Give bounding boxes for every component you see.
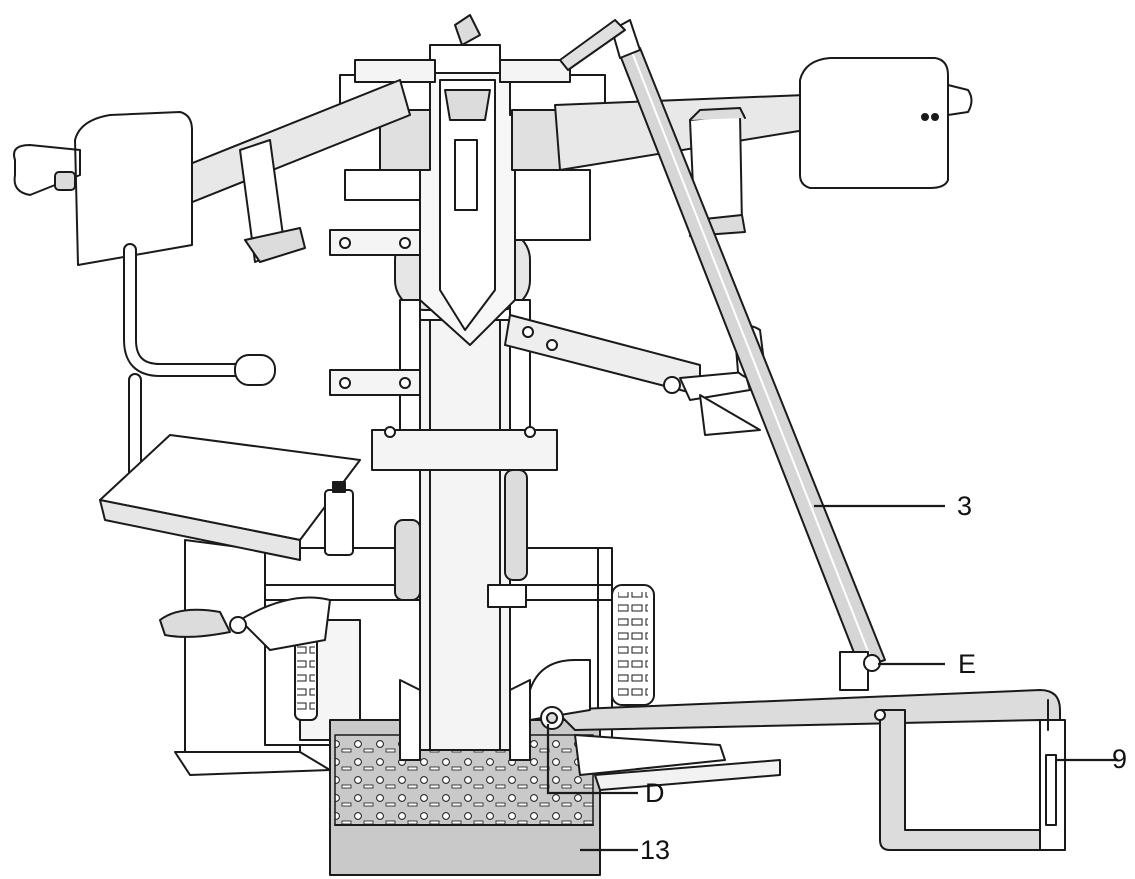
leader-lines xyxy=(546,504,1118,852)
feed-lever-arm xyxy=(504,314,766,436)
callout-3: 3 xyxy=(957,491,973,521)
callout-9: 9 xyxy=(1112,744,1128,774)
callout-d: D xyxy=(645,778,665,808)
right-arm xyxy=(554,57,973,237)
pedal-pivot-d xyxy=(529,659,886,730)
callout-e: E xyxy=(958,649,977,679)
callout-13: 13 xyxy=(640,835,671,865)
leader-d xyxy=(546,724,638,795)
splitting-wedge xyxy=(419,44,516,346)
left-arm xyxy=(13,79,411,266)
oil-reservoir xyxy=(324,489,354,556)
right-foot xyxy=(574,734,726,776)
foot-pedal-9 xyxy=(554,689,1066,851)
control-lever xyxy=(159,596,331,741)
diagonal-rod-3 xyxy=(611,19,886,691)
wheel xyxy=(611,584,655,706)
central-column xyxy=(394,319,531,761)
